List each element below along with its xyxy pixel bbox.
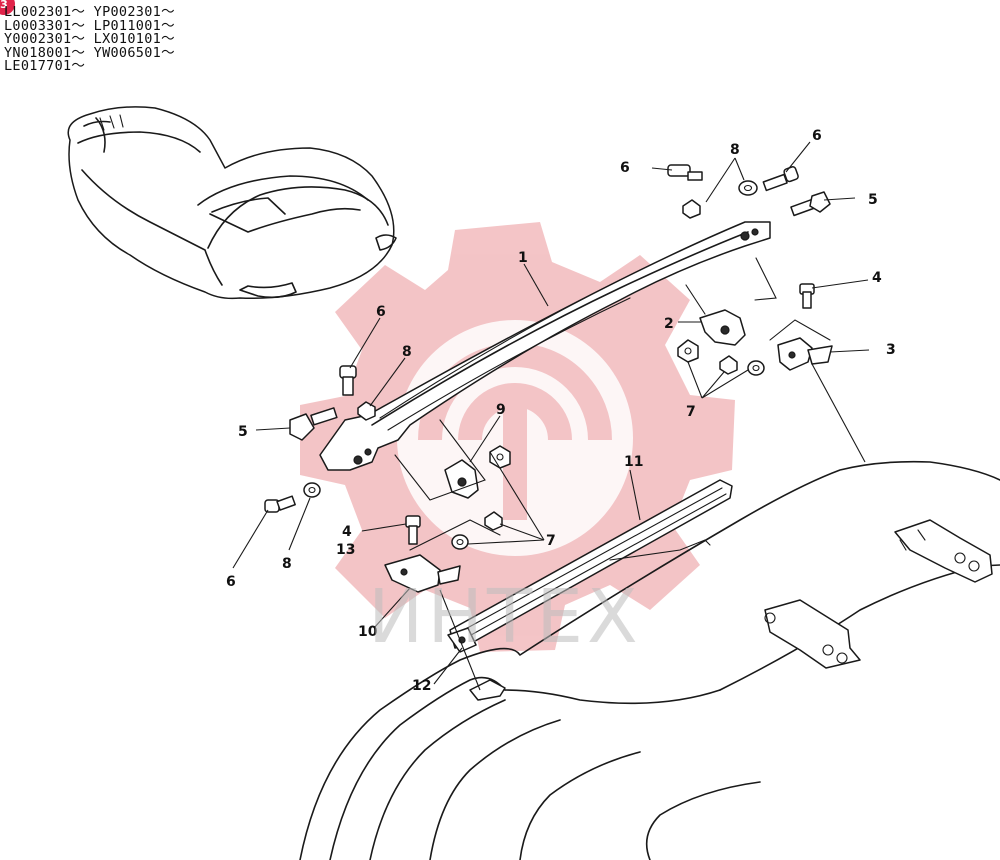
label-part-9: 9 [496,402,506,418]
serial-range-line: YN018001～ YW006501～ [4,44,175,61]
washer-8-left [303,482,321,498]
part-12-rail-bracket [447,627,506,701]
label-part-7-left: 7 [546,533,556,549]
bolt-6-top-right [762,166,799,192]
bolt-5-top [790,191,831,217]
label-part-4-left: 4 [342,524,352,540]
bolt-6-top-left [667,164,703,181]
serial-range-line: LE017701～ [4,58,86,75]
serial-range-line: Y0002301～ LX010101～ [4,31,175,48]
label-part-3: 3 [886,342,896,358]
part-3-bracket [769,319,833,371]
label-part-6-left-upper: 6 [376,304,386,320]
label-part-6-top-left: 6 [620,160,630,176]
nut-7-right-b [719,355,738,375]
bolt-5-left [289,407,338,441]
washer-7-right-c [747,360,765,376]
label-part-13: 13 [336,542,355,558]
part-labels: 1 6 8 6 5 4 3 2 7 6 8 9 5 6 8 4 13 7 10 … [226,128,896,694]
nut-8-left-upper [357,401,376,421]
label-part-4-right: 4 [872,270,882,286]
watermark-text: ИНТЕХ [368,574,642,660]
part-2-hinge-bracket [685,257,777,346]
label-part-5-left: 5 [238,424,248,440]
label-part-8-left-upper: 8 [402,344,412,360]
part-1-frame-rail [319,221,771,471]
label-part-10: 10 [358,624,378,640]
part-11-seat-rail [449,479,733,649]
label-part-7-right: 7 [686,404,696,420]
nut-7-right-a [677,339,699,363]
label-part-12: 12 [412,678,431,694]
serial-range-line: L0003301～ LP011001～ [4,17,175,34]
label-part-11: 11 [624,454,643,470]
seat-pan-body [299,460,1000,860]
serial-range-line: LL002301～ YP002301～ [4,4,175,20]
seat-illustration [67,106,397,300]
part-9-hinge-bracket [394,419,486,501]
nut-7-left-a [489,445,511,469]
nut-7-left-b [484,511,503,531]
label-part-2: 2 [664,316,674,332]
serial-ranges: LL002301～ YP002301～L0003301～ LP011001～Y0… [4,4,175,75]
bolt-6-left-upper [339,365,357,396]
label-part-6-top-right: 6 [812,128,822,144]
bolt-4-right [799,283,815,309]
bolt-6-left-lower [264,495,296,513]
bolt-4-13-left [405,515,421,545]
part-10-bracket [384,519,501,593]
label-part-8-left-lower: 8 [282,556,292,572]
washer-8-top-a [738,180,758,196]
label-part-8-top: 8 [730,142,740,158]
label-part-6-left-lower: 6 [226,574,236,590]
label-part-5-right: 5 [868,192,878,208]
badge: 3 [0,0,15,15]
washer-7-left-c [451,534,469,550]
leader-lines [232,141,870,691]
label-part-1: 1 [518,250,528,266]
nut-8-top-b [682,199,701,219]
